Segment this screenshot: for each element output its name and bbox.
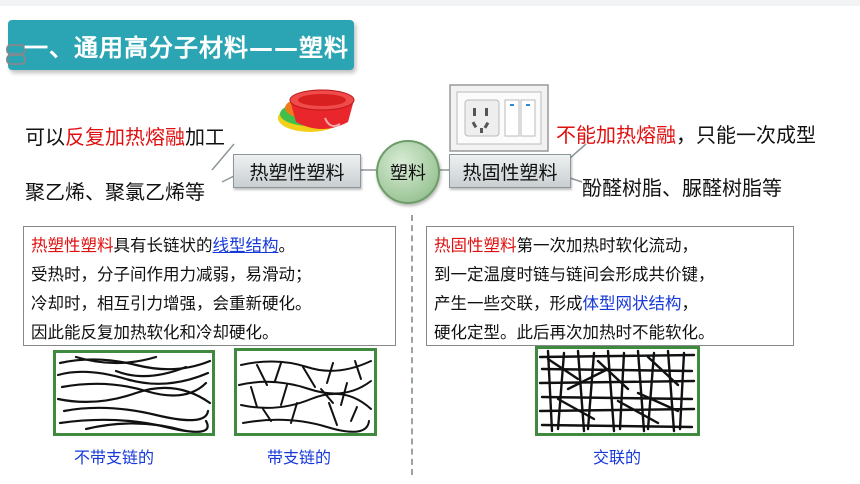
box-line: 热塑性塑料具有长链状的线型结构。 (31, 236, 295, 255)
connector-lines (211, 143, 587, 183)
caption-crosslinked: 交联的 (593, 448, 642, 467)
box-line: 热固性塑料第一次加热时软化流动， (434, 236, 698, 255)
crosslinked-picture (535, 346, 700, 436)
wall-socket-image (449, 84, 549, 152)
right-examples: 酚醛树脂、脲醛树脂等 (582, 176, 782, 200)
thermoplastic-tag: 热塑性塑料 (233, 154, 361, 188)
linear-chain-picture (53, 350, 215, 436)
thermoset-tag: 热固性塑料 (449, 154, 571, 188)
box-line: 因此能反复加热软化和冷却硬化。 (31, 323, 279, 342)
branched-chain-picture (234, 348, 377, 436)
left-examples: 聚乙烯、聚氯乙烯等 (25, 180, 205, 204)
box-line: 到一定温度时链与链间会形成共价键， (434, 265, 715, 284)
box-line: 产生一些交联，形成体型网状结构， (434, 294, 698, 313)
title-bar: 一、通用高分子材料——塑料 (6, 20, 354, 70)
caption-unbranched: 不带支链的 (74, 448, 155, 467)
center-plastic-node: 塑料 (376, 140, 440, 204)
right-description: 不能加热熔融，只能一次成型 (556, 123, 816, 147)
thermoplastic-explanation: 热塑性塑料具有长链状的线型结构。 受热时，分子间作用力减弱，易滑动； 冷却时，相… (23, 226, 396, 346)
left-description: 可以反复加热熔融加工 (25, 125, 225, 149)
box-line: 冷却时，相互引力增强，会重新硬化。 (31, 294, 312, 313)
box-line: 硬化定型。此后再次加热时不能软化。 (434, 323, 715, 342)
caption-branched: 带支链的 (267, 448, 332, 467)
top-strip (0, 0, 860, 6)
page-title: 一、通用高分子材料——塑料 (24, 34, 349, 62)
box-line: 受热时，分子间作用力减弱，易滑动； (31, 265, 312, 284)
thermoset-explanation: 热固性塑料第一次加热时软化流动， 到一定温度时链与链间会形成共价键， 产生一些交… (426, 226, 794, 346)
plastic-bowl-image (278, 89, 355, 132)
section-divider (411, 215, 413, 475)
